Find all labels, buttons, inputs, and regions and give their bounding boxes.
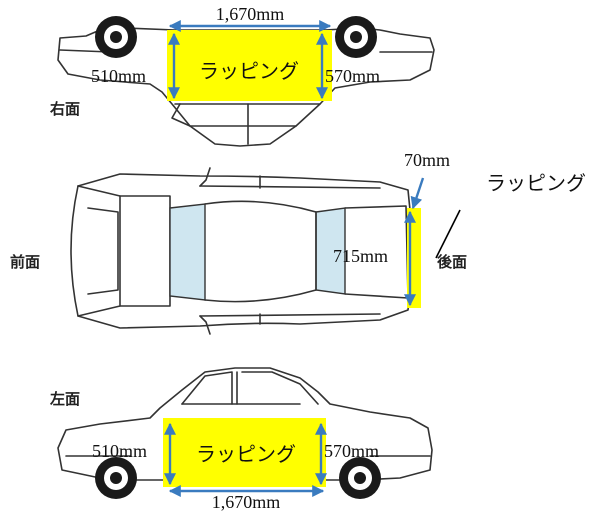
right-left-height-label: 510mm bbox=[91, 66, 146, 86]
wrap-pointer-line bbox=[435, 209, 461, 259]
rear-depth-arrow bbox=[410, 177, 425, 210]
right-side-view: 1,670mm 510mm 570mm ラッピング 右面 bbox=[50, 4, 435, 147]
left-wrap-label: ラッピング bbox=[196, 443, 296, 466]
left-rear-wheel bbox=[339, 457, 381, 499]
right-wrap-label: ラッピング bbox=[199, 60, 299, 83]
view-label-left: 左面 bbox=[49, 390, 80, 408]
front-windshield bbox=[169, 203, 206, 301]
left-side-view: 510mm 570mm ラッピング 1,670mm 左面 bbox=[49, 367, 433, 512]
rear-depth-label: 70mm bbox=[404, 150, 450, 170]
left-wrap-area bbox=[163, 418, 326, 487]
right-wrap-area bbox=[167, 30, 332, 101]
right-right-height-label: 570mm bbox=[325, 66, 380, 86]
view-label-front: 前面 bbox=[10, 253, 40, 271]
view-label-right: 右面 bbox=[50, 100, 80, 118]
top-wrap-label: ラッピング bbox=[486, 172, 586, 195]
rear-height-label: 715mm bbox=[333, 246, 388, 266]
right-front-wheel bbox=[95, 16, 137, 58]
left-right-height-label: 570mm bbox=[324, 441, 379, 461]
left-front-wheel bbox=[95, 457, 137, 499]
right-width-label: 1,670mm bbox=[216, 4, 285, 24]
left-width-label: 1,670mm bbox=[212, 492, 281, 512]
right-rear-wheel bbox=[335, 16, 377, 58]
top-view: 70mm ラッピング 715mm 前面 後面 bbox=[10, 150, 586, 335]
left-left-height-label: 510mm bbox=[92, 441, 147, 461]
view-label-rear: 後面 bbox=[436, 253, 467, 271]
